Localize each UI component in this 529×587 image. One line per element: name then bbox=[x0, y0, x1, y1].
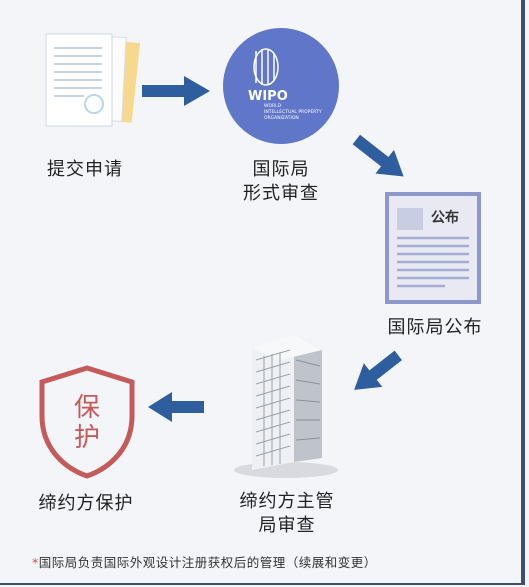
protection-shield-icon: 保 护 bbox=[36, 364, 138, 484]
publication-document-icon: 公布 bbox=[385, 192, 481, 308]
arrow-right-icon bbox=[142, 76, 212, 110]
step-publication-label: 国际局公布 bbox=[387, 317, 483, 338]
footnote-star: * bbox=[32, 555, 39, 570]
wipo-line2: INTELLECTUAL PROPERTY bbox=[264, 109, 322, 115]
step-office-exam-label: 缔约方主管 局审查 bbox=[222, 490, 352, 538]
wipo-line1: WORLD bbox=[264, 103, 282, 109]
footnote-text: 国际局负责国际外观设计注册获权后的管理（续展和变更） bbox=[38, 555, 377, 570]
publication-title: 公布 bbox=[431, 209, 459, 226]
step-formal-exam-label: 国际局 形式审查 bbox=[226, 158, 336, 206]
step-protection-label: 缔约方保护 bbox=[38, 493, 134, 514]
shield-char-2: 护 bbox=[74, 423, 100, 453]
step-formal-exam-line1: 国际局 bbox=[252, 159, 310, 180]
wipo-line3: ORGANIZATION bbox=[264, 115, 299, 121]
wipo-logo-icon: WIPO WORLD INTELLECTUAL PROPERTY ORGANIZ… bbox=[222, 27, 340, 145]
step-office-exam-line2: 局审查 bbox=[258, 515, 316, 536]
arrow-left-icon bbox=[148, 392, 204, 426]
wipo-mark: WIPO bbox=[248, 89, 288, 104]
step-submit-label: 提交申请 bbox=[47, 159, 123, 180]
documents-icon bbox=[40, 28, 141, 142]
office-building-icon bbox=[226, 330, 346, 484]
shield-char-1: 保 bbox=[74, 393, 100, 423]
step-formal-exam-line2: 形式审查 bbox=[243, 183, 319, 204]
arrow-down-left-icon bbox=[346, 344, 408, 404]
arrow-down-right-icon bbox=[346, 126, 414, 194]
footnote: *国际局负责国际外观设计注册获权后的管理（续展和变更） bbox=[32, 552, 377, 571]
step-office-exam-line1: 缔约方主管 bbox=[239, 491, 335, 512]
